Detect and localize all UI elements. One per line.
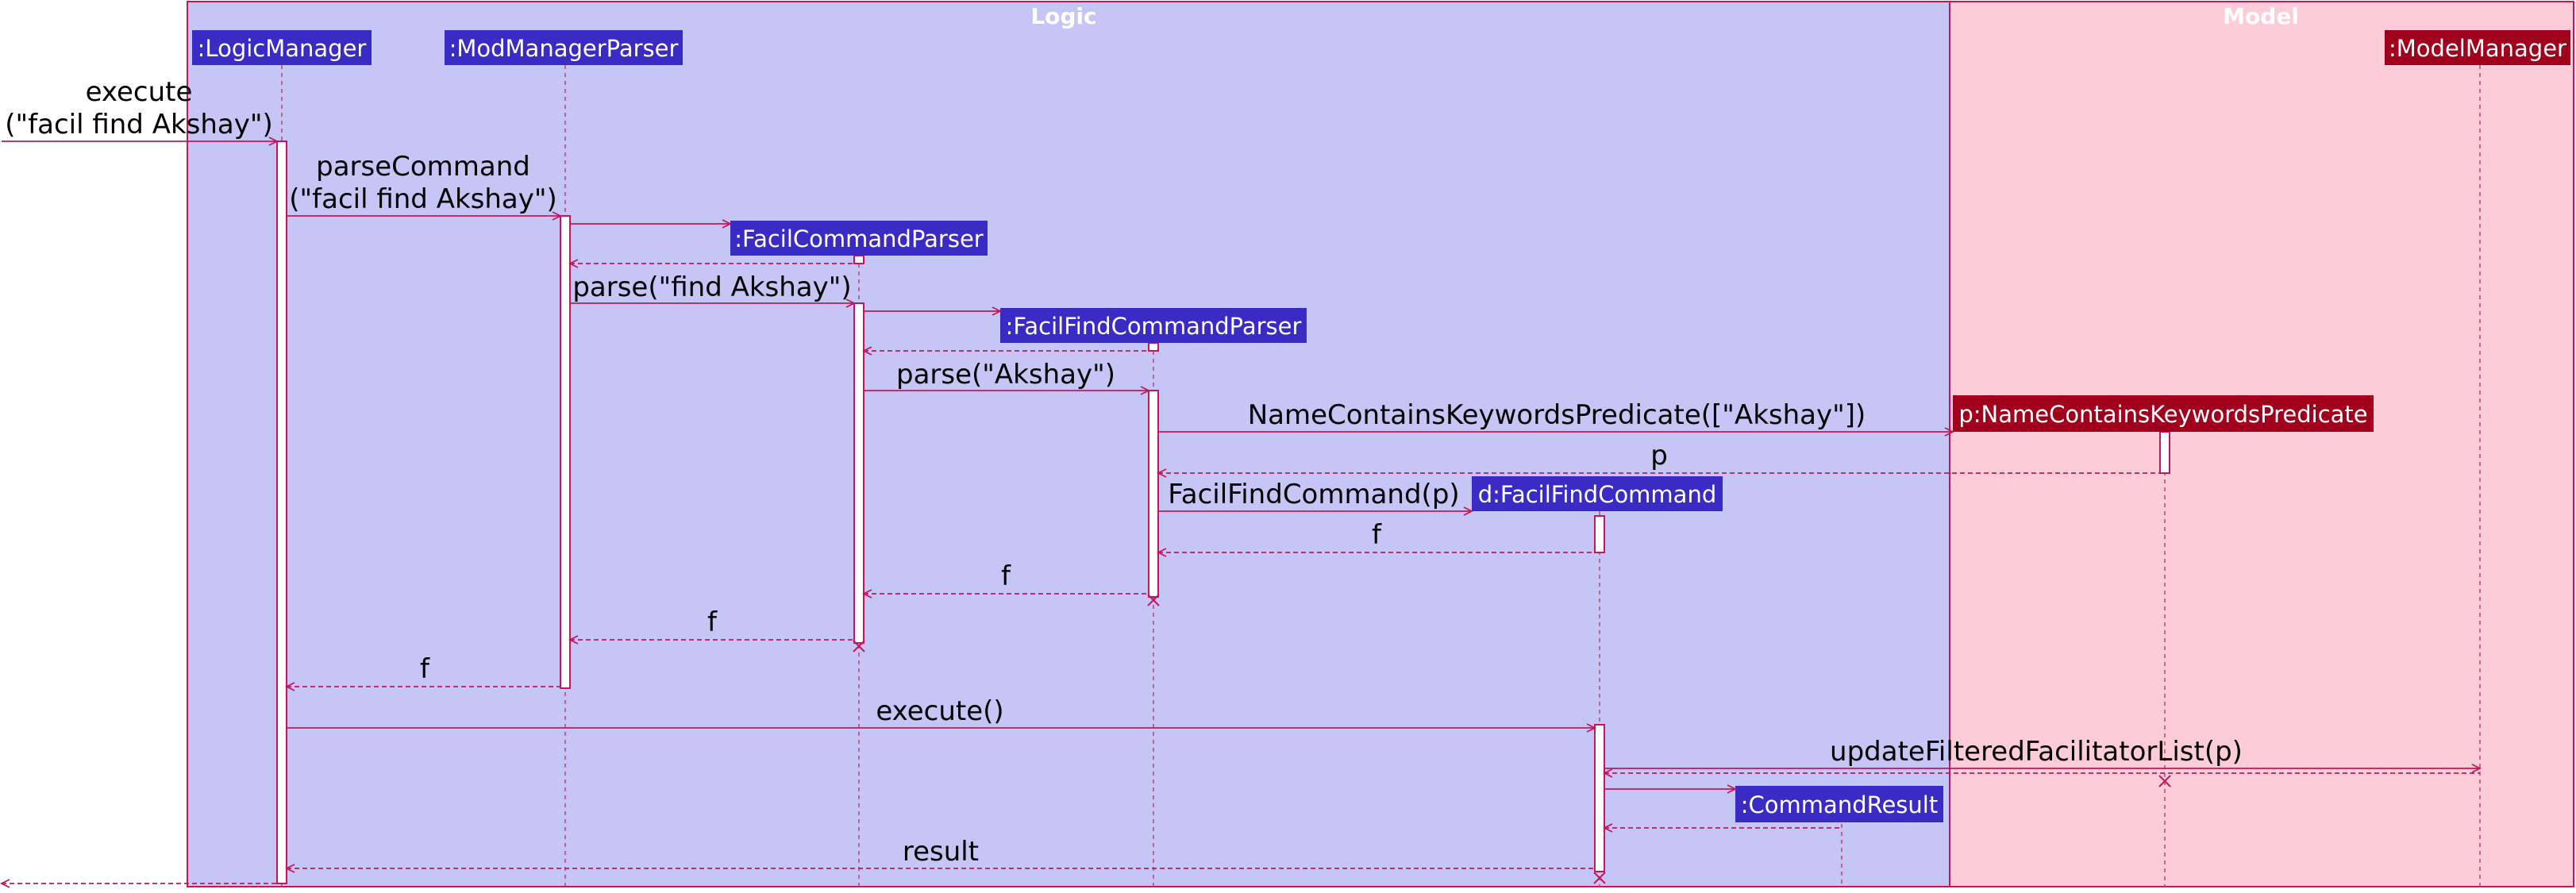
model-box-title: Model (2223, 3, 2299, 29)
msg-parse-command-line2: ("facil find Akshay") (289, 183, 557, 215)
participant-mod-manager-parser-label: :ModManagerParser (449, 35, 679, 62)
msg-execute-line2: ("facil find Akshay") (5, 109, 273, 140)
msg-return-f2: f (1001, 560, 1011, 592)
participant-facil-command-parser (730, 221, 988, 256)
participant-predicate (1953, 395, 2374, 432)
msg-create-command: FacilFindCommand(p) (1168, 479, 1459, 510)
msg-execute-call: execute() (876, 695, 1003, 727)
arrowhead-return-f3 (568, 635, 579, 645)
arrowhead-execute (268, 137, 279, 146)
participant-command-result (1735, 786, 1943, 822)
msg-return-f4: f (420, 653, 430, 685)
arrowhead-parse-akshay (1140, 386, 1151, 395)
arrowhead-create-command-result (1727, 784, 1738, 794)
msg-return-result: result (903, 836, 979, 868)
arrowhead-create-facil-find-command-parser (992, 306, 1003, 316)
arrowhead-return-update-filtered (1602, 768, 1613, 778)
arrowhead-parse-command (552, 211, 563, 221)
participant-model-manager-label: :ModelManager (2389, 35, 2566, 62)
arrowhead-create-facil-find-command (1463, 506, 1474, 516)
logic-box (187, 1, 1950, 887)
arrowhead-return-f2 (861, 589, 872, 599)
arrowhead-create-predicate (1944, 427, 1955, 437)
arrowhead-return-final (0, 879, 10, 888)
msg-return-p: p (1650, 440, 1668, 472)
participant-command-result-label: :CommandResult (1741, 791, 1938, 818)
participant-logic-manager (192, 30, 372, 65)
participant-facil-find-command-parser (1000, 308, 1307, 343)
msg-execute-line1: execute (86, 76, 193, 108)
activation-facil-command-parser-1 (853, 255, 864, 264)
arrowhead-update-filtered (2471, 764, 2482, 773)
participant-predicate-label: p:NameContainsKeywordsPredicate (1958, 401, 2367, 428)
destroy-marker-facil-command-parser (853, 640, 865, 652)
arrowhead-return-result (284, 864, 295, 873)
arrowhead-return-f4 (284, 682, 295, 691)
activation-predicate (2159, 431, 2170, 474)
participant-model-manager (2385, 30, 2570, 65)
activation-logic-manager (276, 140, 287, 884)
logic-box-title: Logic (1030, 3, 1096, 29)
participant-facil-command-parser-label: :FacilCommandParser (734, 225, 983, 252)
participant-facil-find-command-parser-label: :FacilFindCommandParser (1006, 313, 1302, 340)
arrowhead-parse-find (845, 298, 857, 308)
arrowhead-return-f1 (1156, 548, 1167, 557)
arrowhead-create-facil-command-parser (722, 219, 733, 229)
arrowhead-return-facil-find-command-parser (861, 346, 872, 356)
msg-create-predicate: NameContainsKeywordsPredicate(["Akshay"]… (1248, 399, 1866, 431)
arrowhead-return-facil-command-parser (568, 259, 579, 268)
activation-facil-find-command-parser-1 (1148, 342, 1159, 352)
activation-facil-find-command-1 (1594, 515, 1605, 553)
msg-parse-find: parse("find Akshay") (572, 271, 851, 303)
destroy-marker-predicate (2158, 775, 2171, 787)
activation-mod-manager-parser (560, 215, 571, 689)
activation-facil-find-command-2 (1594, 724, 1605, 872)
model-box (1949, 1, 2574, 887)
msg-return-f3: f (707, 606, 718, 638)
msg-parse-akshay: parse("Akshay") (896, 359, 1115, 391)
arrowhead-return-command-result (1602, 823, 1613, 833)
arrowhead-execute-call (1586, 723, 1597, 733)
msg-parse-command-line1: parseCommand (316, 151, 530, 183)
arrowhead-return-p (1156, 468, 1167, 478)
participant-facil-find-command-label: d:FacilFindCommand (1478, 481, 1717, 508)
participant-facil-find-command (1472, 476, 1723, 511)
destroy-marker-facil-find-command (1593, 872, 1606, 884)
msg-update-filtered: updateFilteredFacilitatorList(p) (1830, 736, 2243, 768)
destroy-marker-facil-find-command-parser (1147, 594, 1160, 606)
participant-mod-manager-parser (445, 30, 683, 65)
participant-logic-manager-label: :LogicManager (198, 35, 367, 62)
activation-facil-find-command-parser-2 (1148, 390, 1159, 598)
msg-return-f1: f (1372, 519, 1382, 551)
activation-facil-command-parser-2 (853, 302, 864, 644)
